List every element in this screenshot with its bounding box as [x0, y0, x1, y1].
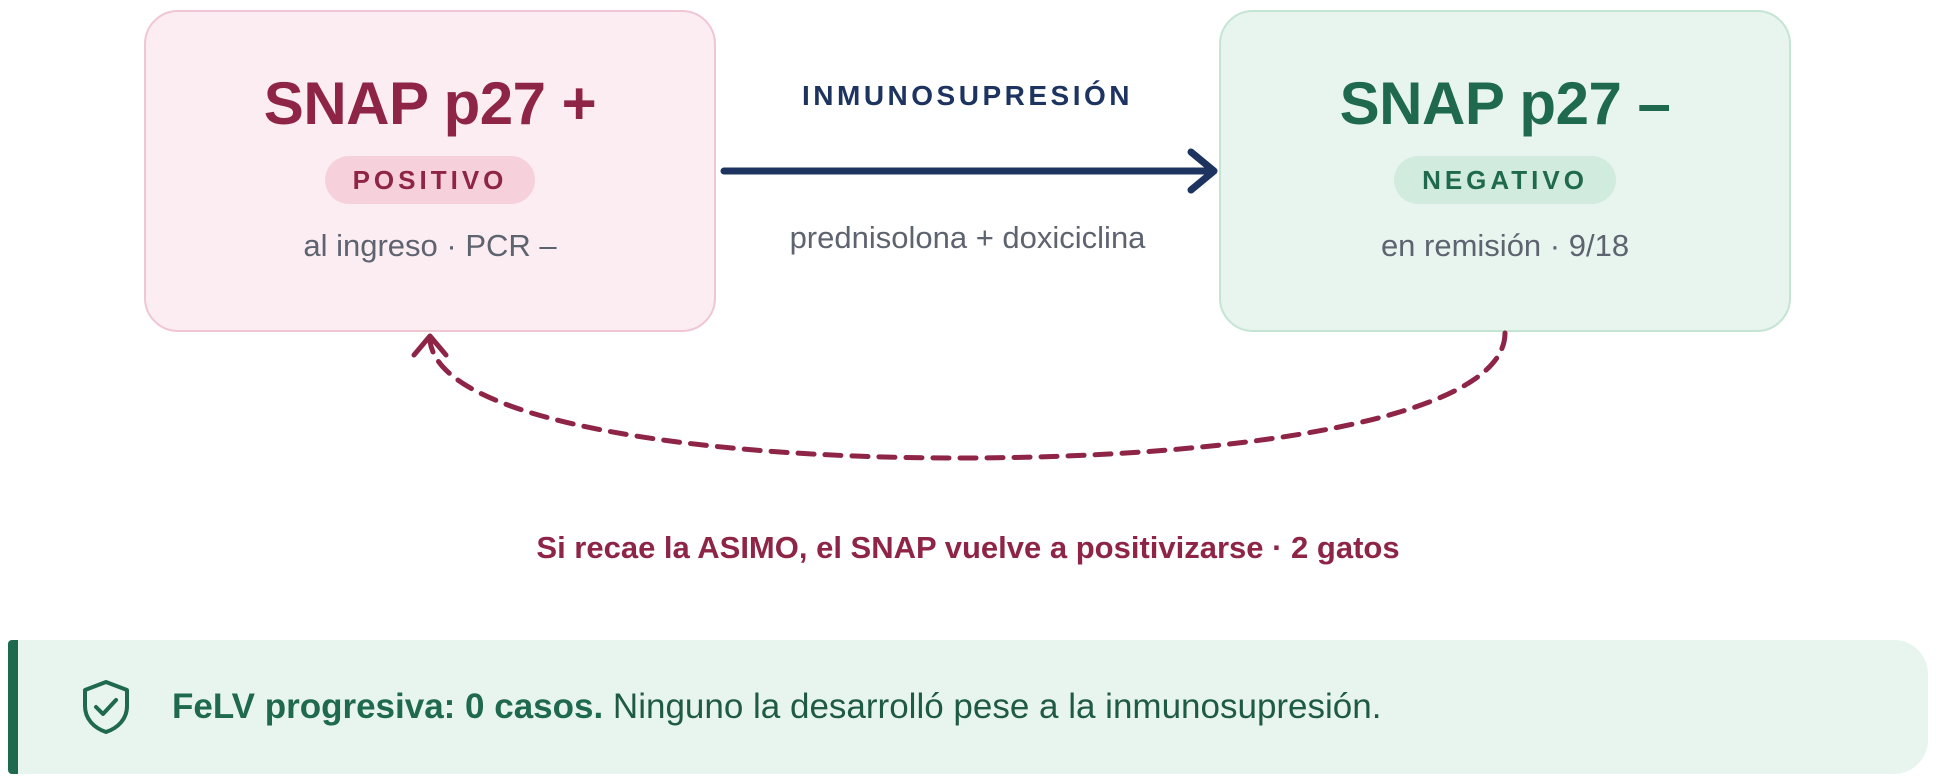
treatment-label: prednisolona + doxiciclina — [789, 220, 1146, 255]
positive-state-box: SNAP p27 + POSITIVO al ingreso · PCR – — [144, 10, 716, 332]
negative-title: SNAP p27 – — [1339, 70, 1671, 137]
transition-label: INMUNOSUPRESIÓN — [802, 80, 1133, 111]
immunosuppression-arrow — [720, 148, 1218, 194]
positive-subtitle: al ingreso · PCR – — [303, 228, 557, 263]
callout-text: FeLV progresiva: 0 casos. Ninguno la des… — [172, 687, 1381, 727]
shield-check-icon — [83, 680, 129, 734]
callout-strong-text: FeLV progresiva: 0 casos. — [172, 687, 604, 726]
callout-body-text: Ninguno la desarrolló pese a la inmunosu… — [603, 687, 1382, 726]
negative-badge: NEGATIVO — [1394, 156, 1616, 204]
negative-subtitle: en remisión · 9/18 — [1380, 228, 1630, 263]
relapse-note: Si recae la ASIMO, el SNAP vuelve a posi… — [536, 530, 1400, 565]
relapse-arrow — [411, 330, 1508, 461]
positive-title: SNAP p27 + — [263, 70, 597, 137]
summary-callout: FeLV progresiva: 0 casos. Ninguno la des… — [8, 640, 1928, 774]
positive-badge: POSITIVO — [324, 156, 536, 204]
negative-state-box: SNAP p27 – NEGATIVO en remisión · 9/18 — [1219, 10, 1791, 332]
